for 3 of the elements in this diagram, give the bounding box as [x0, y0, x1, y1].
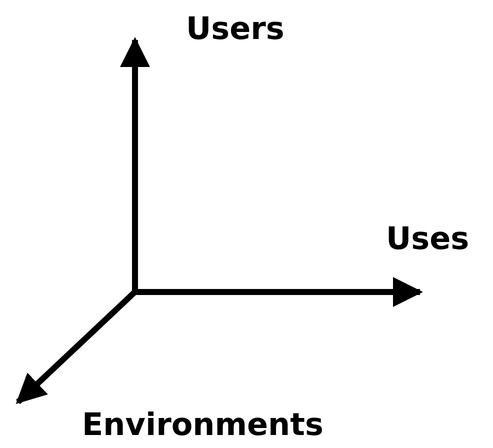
axis-label: Uses — [386, 224, 470, 255]
axis-label: Environments — [82, 410, 324, 441]
axis-label: Users — [186, 14, 284, 45]
